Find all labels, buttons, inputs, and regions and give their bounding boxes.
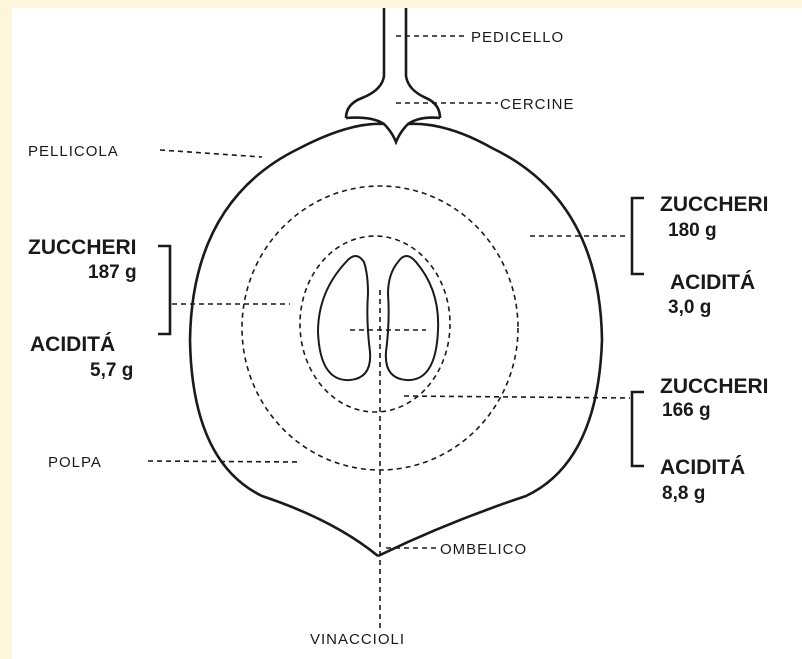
ombelico-label: OMBELICO xyxy=(440,541,527,558)
vinaccioli-label: VINACCIOLI xyxy=(310,631,405,648)
inner-acid-value: 8,8 g xyxy=(662,483,705,504)
middle-sugar-label: ZUCCHERI xyxy=(28,236,137,259)
outer-sugar-label: ZUCCHERI xyxy=(660,193,769,216)
polpa-leader xyxy=(148,461,300,462)
outer-sugar-value: 180 g xyxy=(668,220,717,241)
inner-sugar-label: ZUCCHERI xyxy=(660,375,769,398)
middle-acid-value: 5,7 g xyxy=(90,360,133,381)
middle-acid-label: ACIDITÁ xyxy=(30,333,115,356)
middle-sugar-value: 187 g xyxy=(88,262,137,283)
paper-background xyxy=(12,8,802,659)
outer-acid-value: 3,0 g xyxy=(668,297,711,318)
pellicola-label: PELLICOLA xyxy=(28,143,119,160)
outer-acid-label: ACIDITÁ xyxy=(670,271,755,294)
cercine-label: CERCINE xyxy=(500,96,575,113)
polpa-label: POLPA xyxy=(48,454,102,471)
inner-sugar-value: 166 g xyxy=(662,400,711,421)
pedicello-label: PEDICELLO xyxy=(471,29,564,46)
inner-acid-label: ACIDITÁ xyxy=(660,456,745,479)
